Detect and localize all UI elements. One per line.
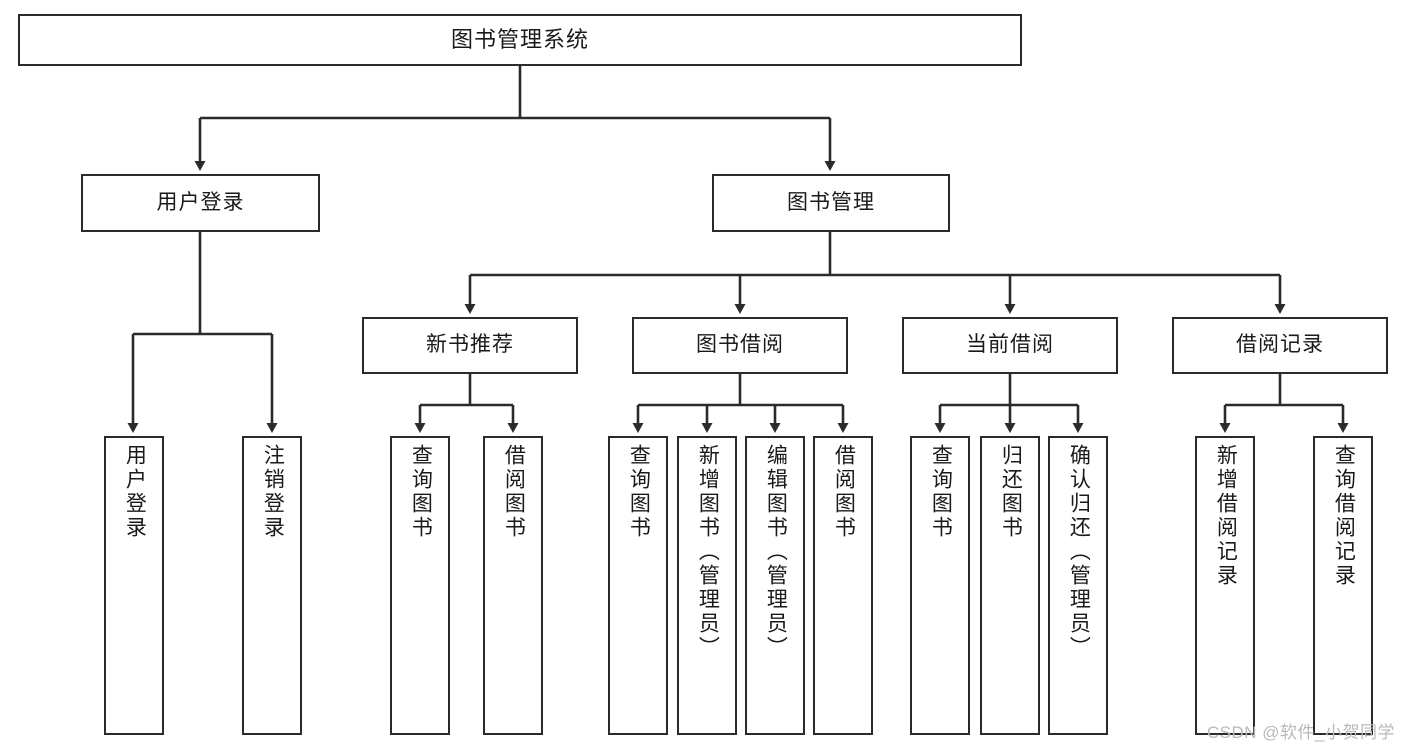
node-leaf-add-borrow-record-label: 新增借阅记录 bbox=[1214, 444, 1238, 588]
node-leaf-query-book-current-label: 查询图书 bbox=[929, 444, 953, 540]
node-borrow-records[interactable]: 借阅记录 bbox=[1172, 317, 1388, 374]
node-new-book-recommend-label: 新书推荐 bbox=[426, 333, 514, 357]
node-leaf-borrow-book-newbook-label: 借阅图书 bbox=[502, 444, 526, 540]
node-leaf-add-book-admin[interactable]: 新增图书（管理员） bbox=[677, 436, 737, 735]
node-book-borrow-label: 图书借阅 bbox=[696, 333, 784, 357]
node-leaf-query-book-newbook[interactable]: 查询图书 bbox=[390, 436, 450, 735]
node-book-management-label: 图书管理 bbox=[787, 190, 875, 214]
csdn-watermark: CSDN @软件_小贺同学 bbox=[1206, 723, 1395, 742]
node-leaf-edit-book-admin[interactable]: 编辑图书（管理员） bbox=[745, 436, 805, 735]
node-current-borrow[interactable]: 当前借阅 bbox=[902, 317, 1118, 374]
node-leaf-user-login[interactable]: 用户登录 bbox=[104, 436, 164, 735]
node-leaf-edit-book-admin-label: 编辑图书（管理员） bbox=[764, 444, 788, 660]
node-leaf-query-book-current[interactable]: 查询图书 bbox=[910, 436, 970, 735]
node-leaf-user-logout[interactable]: 注销登录 bbox=[242, 436, 302, 735]
node-leaf-query-borrow-record-label: 查询借阅记录 bbox=[1332, 444, 1356, 588]
node-leaf-add-borrow-record[interactable]: 新增借阅记录 bbox=[1195, 436, 1255, 735]
node-leaf-confirm-return-admin[interactable]: 确认归还（管理员） bbox=[1048, 436, 1108, 735]
node-leaf-query-book-borrow-label: 查询图书 bbox=[627, 444, 651, 540]
node-leaf-query-book-newbook-label: 查询图书 bbox=[409, 444, 433, 540]
node-leaf-borrow-book-borrow[interactable]: 借阅图书 bbox=[813, 436, 873, 735]
node-leaf-add-book-admin-label: 新增图书（管理员） bbox=[696, 444, 720, 660]
node-leaf-user-login-label: 用户登录 bbox=[123, 444, 147, 540]
node-root-label: 图书管理系统 bbox=[450, 27, 589, 53]
node-leaf-query-book-borrow[interactable]: 查询图书 bbox=[608, 436, 668, 735]
node-leaf-return-book[interactable]: 归还图书 bbox=[980, 436, 1040, 735]
node-user-login[interactable]: 用户登录 bbox=[81, 174, 320, 232]
node-user-login-label: 用户登录 bbox=[156, 190, 245, 214]
node-leaf-user-logout-label: 注销登录 bbox=[261, 444, 285, 540]
node-borrow-records-label: 借阅记录 bbox=[1236, 333, 1324, 357]
node-book-management[interactable]: 图书管理 bbox=[712, 174, 950, 232]
node-root[interactable]: 图书管理系统 bbox=[18, 14, 1022, 66]
node-leaf-borrow-book-borrow-label: 借阅图书 bbox=[832, 444, 856, 540]
node-leaf-borrow-book-newbook[interactable]: 借阅图书 bbox=[483, 436, 543, 735]
node-leaf-query-borrow-record[interactable]: 查询借阅记录 bbox=[1313, 436, 1373, 735]
node-leaf-confirm-return-admin-label: 确认归还（管理员） bbox=[1067, 444, 1091, 660]
node-book-borrow[interactable]: 图书借阅 bbox=[632, 317, 848, 374]
node-current-borrow-label: 当前借阅 bbox=[966, 333, 1054, 357]
node-leaf-return-book-label: 归还图书 bbox=[999, 444, 1023, 540]
node-new-book-recommend[interactable]: 新书推荐 bbox=[362, 317, 578, 374]
